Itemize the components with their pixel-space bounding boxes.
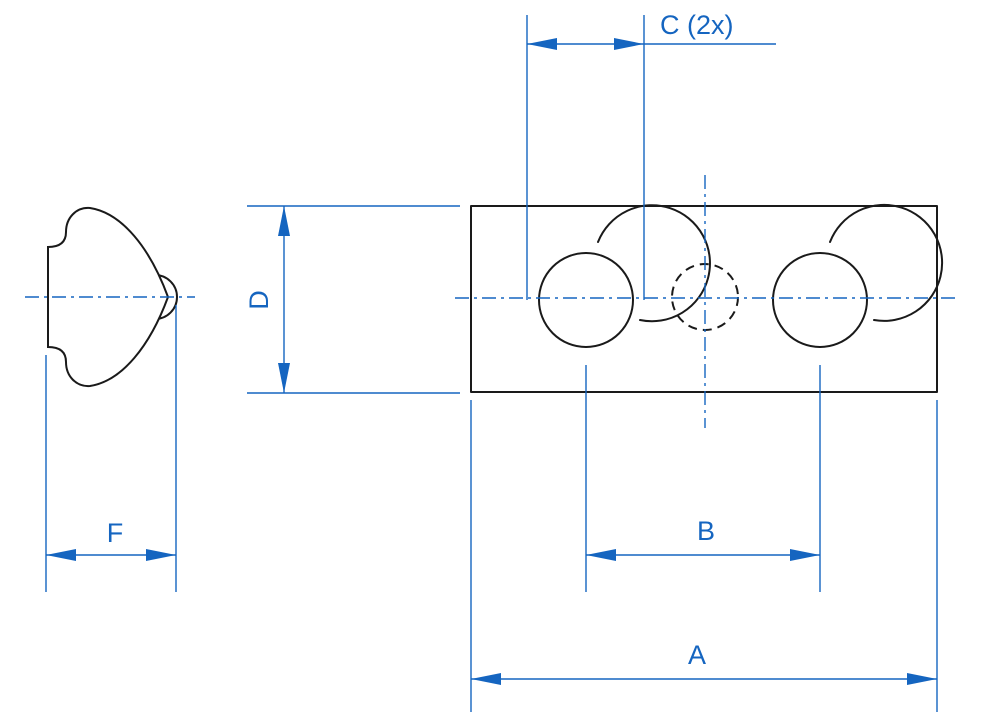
f-arrow-right xyxy=(146,549,176,561)
dimension-f: F xyxy=(45,305,177,592)
front-view-body xyxy=(470,205,938,393)
right-hole-bore xyxy=(772,252,868,348)
c-arrow-right xyxy=(614,38,644,50)
left-hole-thread-arc xyxy=(597,204,711,323)
dimension-c: C (2x) xyxy=(526,10,776,300)
b-arrow-right xyxy=(790,549,820,561)
f-label: F xyxy=(107,518,124,548)
side-view xyxy=(25,206,195,388)
d-arrow-top xyxy=(278,206,290,236)
d-label: D xyxy=(244,290,274,310)
a-label: A xyxy=(688,640,706,670)
c-arrow-left xyxy=(527,38,557,50)
d-arrow-bottom xyxy=(278,363,290,393)
dimension-d: D xyxy=(244,205,460,394)
front-view xyxy=(455,175,958,428)
a-arrow-right xyxy=(907,673,937,685)
dimension-b: B xyxy=(585,365,821,592)
right-hole-thread-arc xyxy=(829,203,944,322)
a-arrow-left xyxy=(471,673,501,685)
c-label: C (2x) xyxy=(660,10,734,40)
b-label: B xyxy=(697,516,715,546)
left-hole-bore xyxy=(538,252,634,348)
b-arrow-left xyxy=(586,549,616,561)
dimension-a: A xyxy=(470,400,938,712)
f-arrow-left xyxy=(46,549,76,561)
